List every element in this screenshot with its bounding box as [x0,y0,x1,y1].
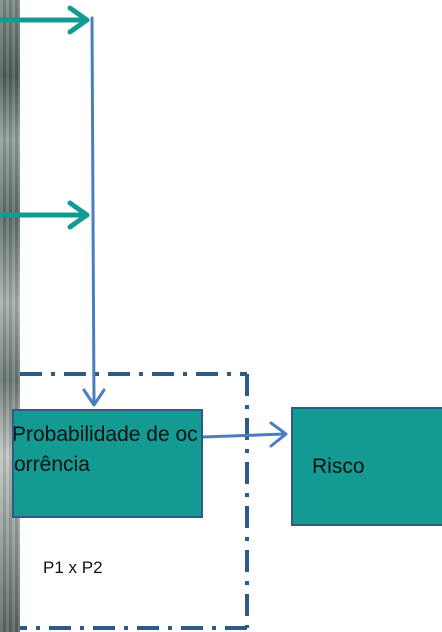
input-arrow-2 [0,200,90,230]
formula-label: P1 x P2 [43,558,103,577]
connector-to-probability [82,16,106,407]
connector-to-risk [201,421,288,448]
probability-box: Probabilidade de ocorrência [12,409,203,518]
input-arrow-1 [0,5,90,35]
risk-label: Risco [312,454,365,478]
probability-label: Probabilidade de ocorrência [12,423,198,476]
risk-box: Risco [291,407,442,526]
dashed-group-boundary [20,372,249,630]
